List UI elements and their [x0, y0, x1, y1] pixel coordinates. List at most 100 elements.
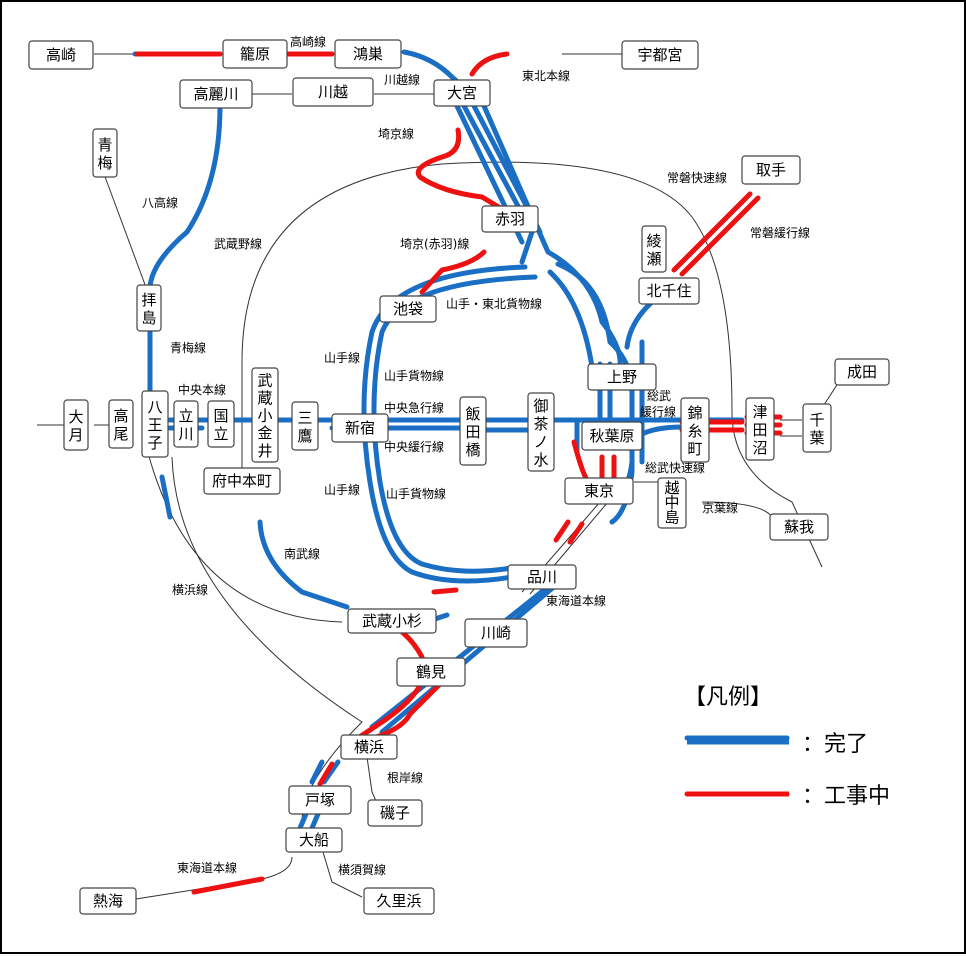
svg-text:御茶ノ水: 御茶ノ水 — [533, 397, 548, 469]
station-akabane[interactable]: 赤羽 — [481, 205, 539, 233]
svg-text:秋葉原: 秋葉原 — [589, 427, 634, 445]
line-label-yamanote-tohoku-freight: 山手・東北貨物線 — [446, 296, 542, 311]
station-ikebukuro[interactable]: 池袋 — [379, 295, 437, 323]
line-label-keiyo: 京葉線 — [702, 500, 738, 515]
svg-text:池袋: 池袋 — [393, 300, 423, 318]
station-soga[interactable]: 蘇我 — [769, 513, 829, 541]
station-tsudanuma[interactable]: 津田沼 — [745, 397, 775, 461]
svg-text:籠原: 籠原 — [240, 45, 270, 63]
line-label-musashino-north: 武蔵野線 — [214, 236, 262, 251]
svg-text:府中本町: 府中本町 — [212, 472, 272, 490]
svg-text:川越: 川越 — [318, 83, 348, 101]
station-ochanomizu[interactable]: 御茶ノ水 — [527, 392, 555, 472]
station-takao[interactable]: 高尾 — [108, 399, 134, 449]
station-narita[interactable]: 成田 — [834, 358, 890, 386]
line-label-yamanote-southwest: 山手線 — [324, 482, 360, 497]
station-iidabashi[interactable]: 飯田橋 — [459, 396, 487, 466]
station-kawasaki[interactable]: 川崎 — [464, 618, 528, 648]
svg-text:横浜: 横浜 — [354, 738, 384, 756]
svg-text:蘇我: 蘇我 — [784, 518, 814, 536]
station-musashikoganei[interactable]: 武蔵小金井 — [251, 367, 279, 463]
line-label-tohoku: 東北本線 — [522, 68, 570, 83]
svg-text:錦糸町: 錦糸町 — [687, 404, 702, 458]
station-shinagawa[interactable]: 品川 — [507, 564, 577, 590]
line-label-sobu-rapid: 総武快速線 — [645, 460, 705, 475]
station-utsunomiya[interactable]: 宇都宮 — [621, 40, 699, 70]
legend-complete-label: ：完了 — [802, 732, 868, 757]
svg-text:三鷹: 三鷹 — [297, 409, 312, 445]
station-ome[interactable]: 青梅 — [92, 128, 118, 178]
svg-text:武蔵小杉: 武蔵小杉 — [362, 612, 422, 630]
line-labels: 高崎線 川越線 東北本線 埼京線 常磐快速線 常磐緩行線 八高線 武蔵野線 埼京… — [142, 34, 810, 877]
station-atami[interactable]: 熱海 — [79, 887, 137, 915]
station-kawagoe[interactable]: 川越 — [292, 77, 374, 107]
station-konosu[interactable]: 鴻巣 — [334, 39, 402, 69]
station-totsuka[interactable]: 戸塚 — [288, 785, 352, 815]
station-ueno[interactable]: 上野 — [587, 363, 657, 391]
station-mitaka[interactable]: 三鷹 — [291, 401, 319, 451]
line-label-chuo-local: 中央緩行線 — [384, 439, 444, 454]
station-etchujima[interactable]: 越中島 — [657, 477, 687, 529]
svg-text:綾瀬: 綾瀬 — [646, 232, 661, 268]
station-fuchuhonmachi[interactable]: 府中本町 — [203, 467, 281, 495]
line-label-chuo-main: 中央本線 — [178, 382, 226, 397]
svg-text:磯子: 磯子 — [380, 804, 410, 822]
svg-text:大宮: 大宮 — [447, 84, 477, 102]
svg-text:久里浜: 久里浜 — [376, 892, 421, 910]
station-toride[interactable]: 取手 — [741, 155, 801, 185]
svg-text:青梅: 青梅 — [97, 136, 112, 172]
svg-text:東京: 東京 — [584, 482, 614, 500]
station-shinjuku[interactable]: 新宿 — [331, 413, 389, 443]
line-label-saikyo: 埼京線 — [378, 126, 414, 141]
station-tsurumi[interactable]: 鶴見 — [396, 657, 466, 687]
in-progress-lines — [134, 51, 790, 895]
station-kinshicho[interactable]: 錦糸町 — [680, 397, 710, 463]
svg-text:津田沼: 津田沼 — [752, 403, 767, 457]
station-otsuki[interactable]: 大月 — [63, 399, 89, 451]
line-label-hachiko: 八高線 — [142, 195, 178, 210]
station-kurihama[interactable]: 久里浜 — [363, 887, 435, 915]
station-takasaki[interactable]: 高崎 — [28, 40, 94, 70]
station-kagohara[interactable]: 籠原 — [222, 39, 288, 69]
station-haijima[interactable]: 拝島 — [136, 284, 162, 332]
svg-text:北千住: 北千住 — [646, 282, 691, 300]
line-label-yamanote-west: 山手線 — [324, 350, 360, 365]
svg-text:大船: 大船 — [299, 831, 329, 849]
svg-text:鴻巣: 鴻巣 — [353, 45, 383, 63]
line-label-yamanote-freight-north: 山手貨物線 — [384, 368, 444, 383]
station-omiya[interactable]: 大宮 — [433, 79, 491, 107]
station-akihabara[interactable]: 秋葉原 — [581, 421, 643, 451]
station-kitasenju[interactable]: 北千住 — [638, 277, 700, 305]
svg-text:品川: 品川 — [527, 568, 557, 586]
stations-horizontal: 高崎 籠原 鴻巣 宇都宮 高麗川 川越 大宮 取手 赤羽 北千住 池袋 成田 上… — [28, 39, 890, 915]
svg-text:高尾: 高尾 — [113, 407, 128, 443]
line-label-sobu-local-2: 緩行線 — [640, 404, 676, 419]
line-label-yokohama: 横浜線 — [172, 582, 208, 597]
line-label-tokaido-north: 東海道本線 — [546, 593, 606, 608]
svg-text:立川: 立川 — [178, 407, 193, 443]
line-label-yokosuka: 横須賀線 — [338, 862, 386, 877]
station-takahagi[interactable]: 高麗川 — [179, 79, 253, 109]
svg-text:拝島: 拝島 — [141, 291, 156, 327]
line-label-saikyo-akabane: 埼京(赤羽)線 — [400, 236, 469, 251]
line-label-negishi: 根岸線 — [387, 770, 423, 785]
station-kunitachi[interactable]: 国立 — [207, 400, 235, 448]
station-ayase[interactable]: 綾瀬 — [641, 225, 667, 273]
svg-text:高崎: 高崎 — [46, 46, 76, 64]
svg-text:越中島: 越中島 — [664, 479, 679, 526]
station-tachikawa[interactable]: 立川 — [173, 400, 199, 448]
station-yokohama[interactable]: 横浜 — [340, 734, 398, 760]
station-tokyo[interactable]: 東京 — [564, 477, 634, 505]
line-label-joban-local: 常磐緩行線 — [750, 225, 810, 240]
legend-title: 【凡例】 — [684, 685, 772, 710]
station-hachioji[interactable]: 八王子 — [141, 390, 169, 458]
svg-text:鶴見: 鶴見 — [416, 663, 446, 681]
station-ofuna[interactable]: 大船 — [285, 827, 343, 853]
svg-text:取手: 取手 — [756, 161, 786, 179]
station-isogo[interactable]: 磯子 — [367, 799, 423, 827]
station-chiba[interactable]: 千葉 — [802, 403, 832, 453]
svg-text:飯田橋: 飯田橋 — [465, 405, 480, 459]
station-musashikosugi[interactable]: 武蔵小杉 — [347, 608, 437, 634]
svg-text:上野: 上野 — [607, 368, 637, 386]
